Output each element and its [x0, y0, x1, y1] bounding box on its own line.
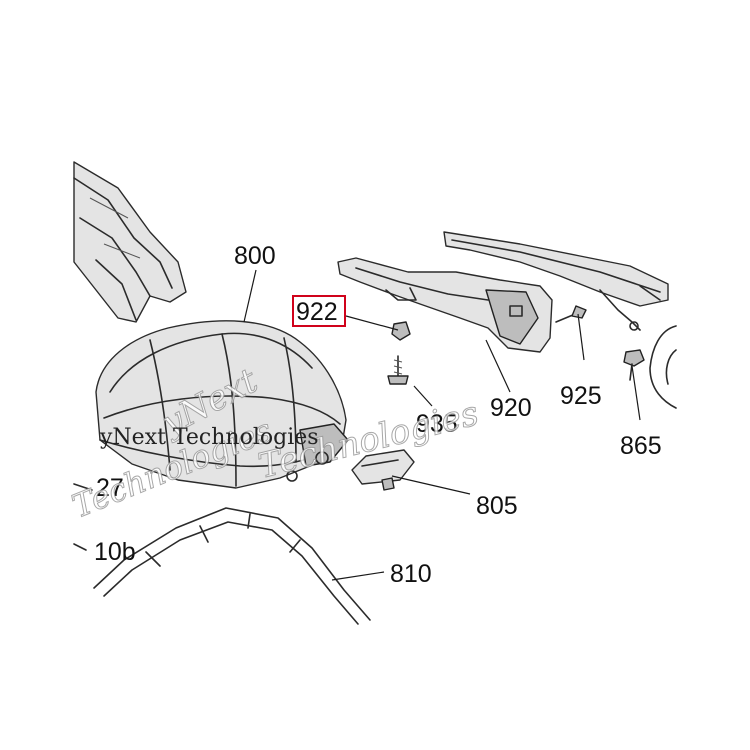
- watermark-main: yNext Technologies: [99, 425, 319, 450]
- callout-10b: 10b: [94, 538, 136, 566]
- callout-810: 810: [390, 560, 432, 588]
- clip-cover-805: [351, 449, 415, 491]
- leader-lines: [243, 269, 641, 581]
- highlight-box-922: [292, 295, 346, 327]
- leader-920: [485, 339, 511, 393]
- callout-800: 800: [234, 242, 276, 270]
- right-side-part: [649, 325, 677, 409]
- callout-925: 925: [560, 382, 602, 410]
- leader-810: [331, 571, 385, 581]
- bracket-920: [337, 257, 553, 353]
- leader-925: [577, 313, 585, 361]
- leader-922: [345, 315, 399, 331]
- screw-935: [387, 355, 409, 385]
- leader-935: [413, 385, 433, 407]
- callout-922: 922: [296, 298, 338, 326]
- callout-865: 865: [620, 432, 662, 460]
- rail-upper-right: [443, 231, 669, 331]
- callout-935: 935: [416, 410, 458, 438]
- leader-805: [391, 475, 471, 495]
- screw-925: [555, 305, 587, 323]
- leader-800: [243, 269, 257, 323]
- seat-cover-800: [95, 320, 349, 489]
- left-edge-fragments: [73, 483, 93, 551]
- leader-865: [631, 365, 641, 421]
- callout-27: 27: [96, 474, 124, 502]
- frame-810: [93, 507, 371, 625]
- nut-922: [391, 321, 411, 341]
- callout-805: 805: [476, 492, 518, 520]
- callout-920: 920: [490, 394, 532, 422]
- upper-left-fairing: [73, 161, 187, 323]
